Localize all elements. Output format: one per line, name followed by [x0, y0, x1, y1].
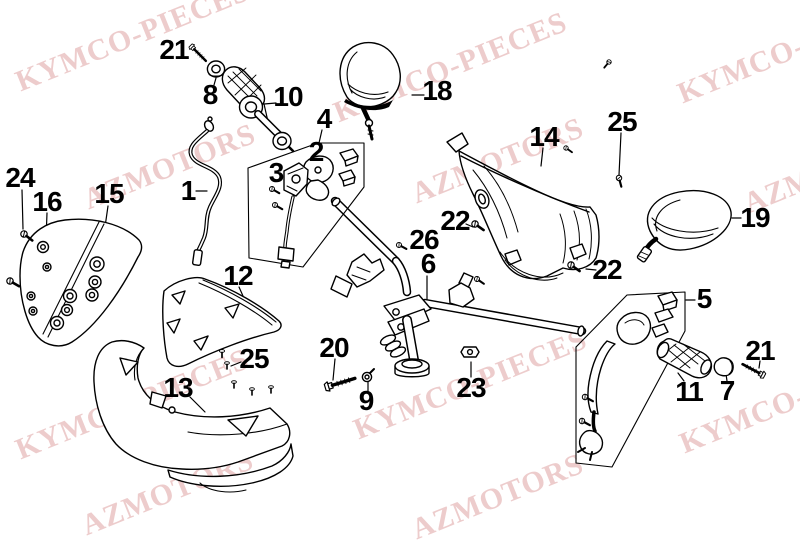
part-label-19: 19: [740, 202, 770, 233]
part-label-20: 20: [319, 332, 349, 363]
part-label-21-top-left: 21: [159, 34, 189, 65]
part-label-9: 9: [358, 385, 375, 416]
part-drawing-handle-cover-lower: [93, 339, 294, 493]
part-label-2: 2: [308, 136, 325, 167]
part-label-12: 12: [223, 260, 253, 291]
part-label-22-right: 22: [592, 254, 622, 285]
part-drawing-right-switch-group: [575, 291, 768, 468]
part-label-26: 26: [409, 224, 439, 255]
part-label-13: 13: [163, 372, 193, 403]
part-drawing-mirror-left: [339, 41, 401, 141]
part-label-5: 5: [696, 283, 713, 314]
part-drawing-mirror-right: [636, 189, 732, 263]
part-label-25-bottom: 25: [239, 343, 269, 374]
part-label-23: 23: [456, 372, 486, 403]
part-label-6: 6: [420, 248, 437, 279]
part-label-10: 10: [273, 81, 303, 112]
part-label-21-right: 21: [745, 335, 775, 366]
part-drawing-handlebar: [322, 196, 587, 394]
part-drawing-handle-cover-front: [446, 57, 626, 281]
part-label-22-left: 22: [440, 205, 470, 236]
part-label-25-top: 25: [607, 106, 637, 137]
part-label-8: 8: [202, 79, 219, 110]
part-label-3: 3: [268, 157, 285, 188]
part-label-16: 16: [32, 186, 62, 217]
part-drawing-throttle-grip: [186, 41, 295, 153]
part-drawing-throttle-cable: [188, 116, 222, 266]
part-label-18: 18: [422, 75, 452, 106]
part-label-1: 1: [180, 175, 197, 206]
part-drawing-left-switch-group: [247, 142, 365, 269]
part-label-15: 15: [94, 178, 124, 209]
part-label-14: 14: [529, 121, 559, 152]
leader-lines: [21, 77, 761, 413]
part-label-4: 4: [316, 103, 333, 134]
part-drawing-garnish-upper: [162, 276, 282, 368]
part-drawing-meter-panel: [4, 218, 143, 347]
part-label-7: 7: [719, 375, 736, 406]
part-label-11: 11: [675, 376, 704, 407]
part-label-24: 24: [5, 162, 35, 193]
